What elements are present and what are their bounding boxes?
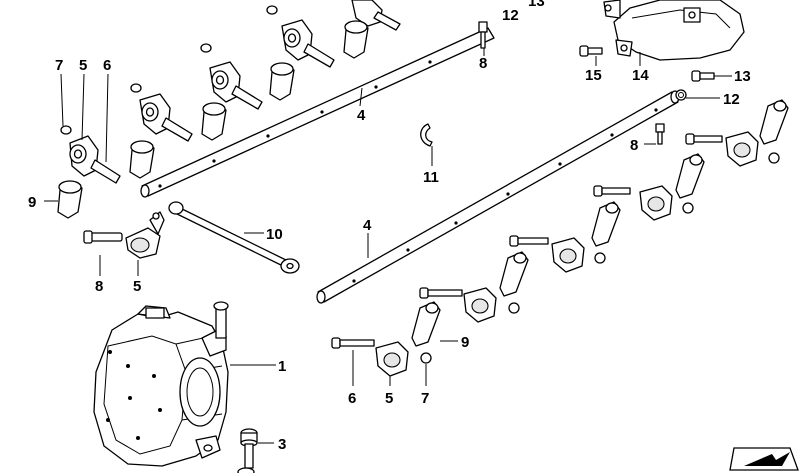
callout-9-lower: 9	[461, 334, 469, 351]
bolt-upper-center	[478, 21, 488, 49]
rocker-assembly-lower-4	[419, 251, 529, 323]
linkage-rod	[168, 201, 300, 274]
rocker-arm-upper-2	[130, 83, 193, 142]
callout-7-lower: 7	[421, 390, 429, 407]
callout-5-lower: 5	[385, 390, 393, 407]
callout-6-upper: 6	[103, 57, 111, 74]
rocker-arm-upper-4	[266, 5, 335, 68]
orientation-arrow-icon	[729, 447, 799, 471]
rocker-assembly-lower-1	[685, 99, 789, 167]
bolt-13	[691, 70, 715, 82]
callout-11: 11	[423, 169, 439, 186]
callout-8-top: 8	[479, 55, 487, 72]
callout-4-lower: 4	[363, 217, 372, 234]
callout-6-lower: 6	[348, 390, 356, 407]
washer-12	[675, 89, 687, 101]
rocker-arm-upper-5	[351, 0, 401, 31]
callout-5-upper: 5	[79, 57, 87, 74]
bolt-3	[240, 428, 258, 469]
rocker-assembly-lower-5	[331, 301, 441, 377]
callout-5-left: 5	[133, 278, 141, 295]
bolt-right-8	[655, 123, 665, 145]
rocker-assembly-lower-2	[593, 153, 705, 221]
snap-ring	[420, 123, 433, 147]
actuator-housing	[93, 301, 229, 467]
callout-12-right: 12	[723, 91, 740, 108]
callout-12-top: 12	[502, 7, 519, 24]
callout-14: 14	[632, 67, 649, 84]
rocker-assembly-lower-3	[509, 201, 621, 273]
rocker-arm-upper-1	[60, 125, 121, 184]
bracket-left-mid	[83, 211, 165, 259]
cover-housing-14	[603, 0, 745, 61]
leader-lines	[44, 48, 732, 444]
callout-9-upper: 9	[28, 194, 36, 211]
callout-7-upper: 7	[55, 57, 63, 74]
callout-13-top: 13	[528, 0, 545, 10]
callout-3: 3	[278, 436, 286, 453]
rocker-shaft-upper	[140, 27, 495, 198]
callout-15: 15	[585, 67, 602, 84]
follower-pads-upper	[57, 20, 369, 219]
callout-8-right: 8	[630, 137, 638, 154]
callout-1: 1	[278, 358, 286, 375]
callout-4-upper: 4	[357, 107, 366, 124]
rocker-shaft-lower	[316, 90, 680, 304]
callout-8-left: 8	[95, 278, 103, 295]
bottom-part-stub	[237, 467, 255, 473]
rocker-arm-upper-3	[200, 43, 263, 110]
callout-13-right: 13	[734, 68, 751, 85]
bolt-15	[579, 45, 603, 57]
callouts: 7 5 6 9 8 5 10 4 12 13 8 11 4 15 14 13 1…	[28, 0, 751, 453]
callout-10: 10	[266, 226, 283, 243]
